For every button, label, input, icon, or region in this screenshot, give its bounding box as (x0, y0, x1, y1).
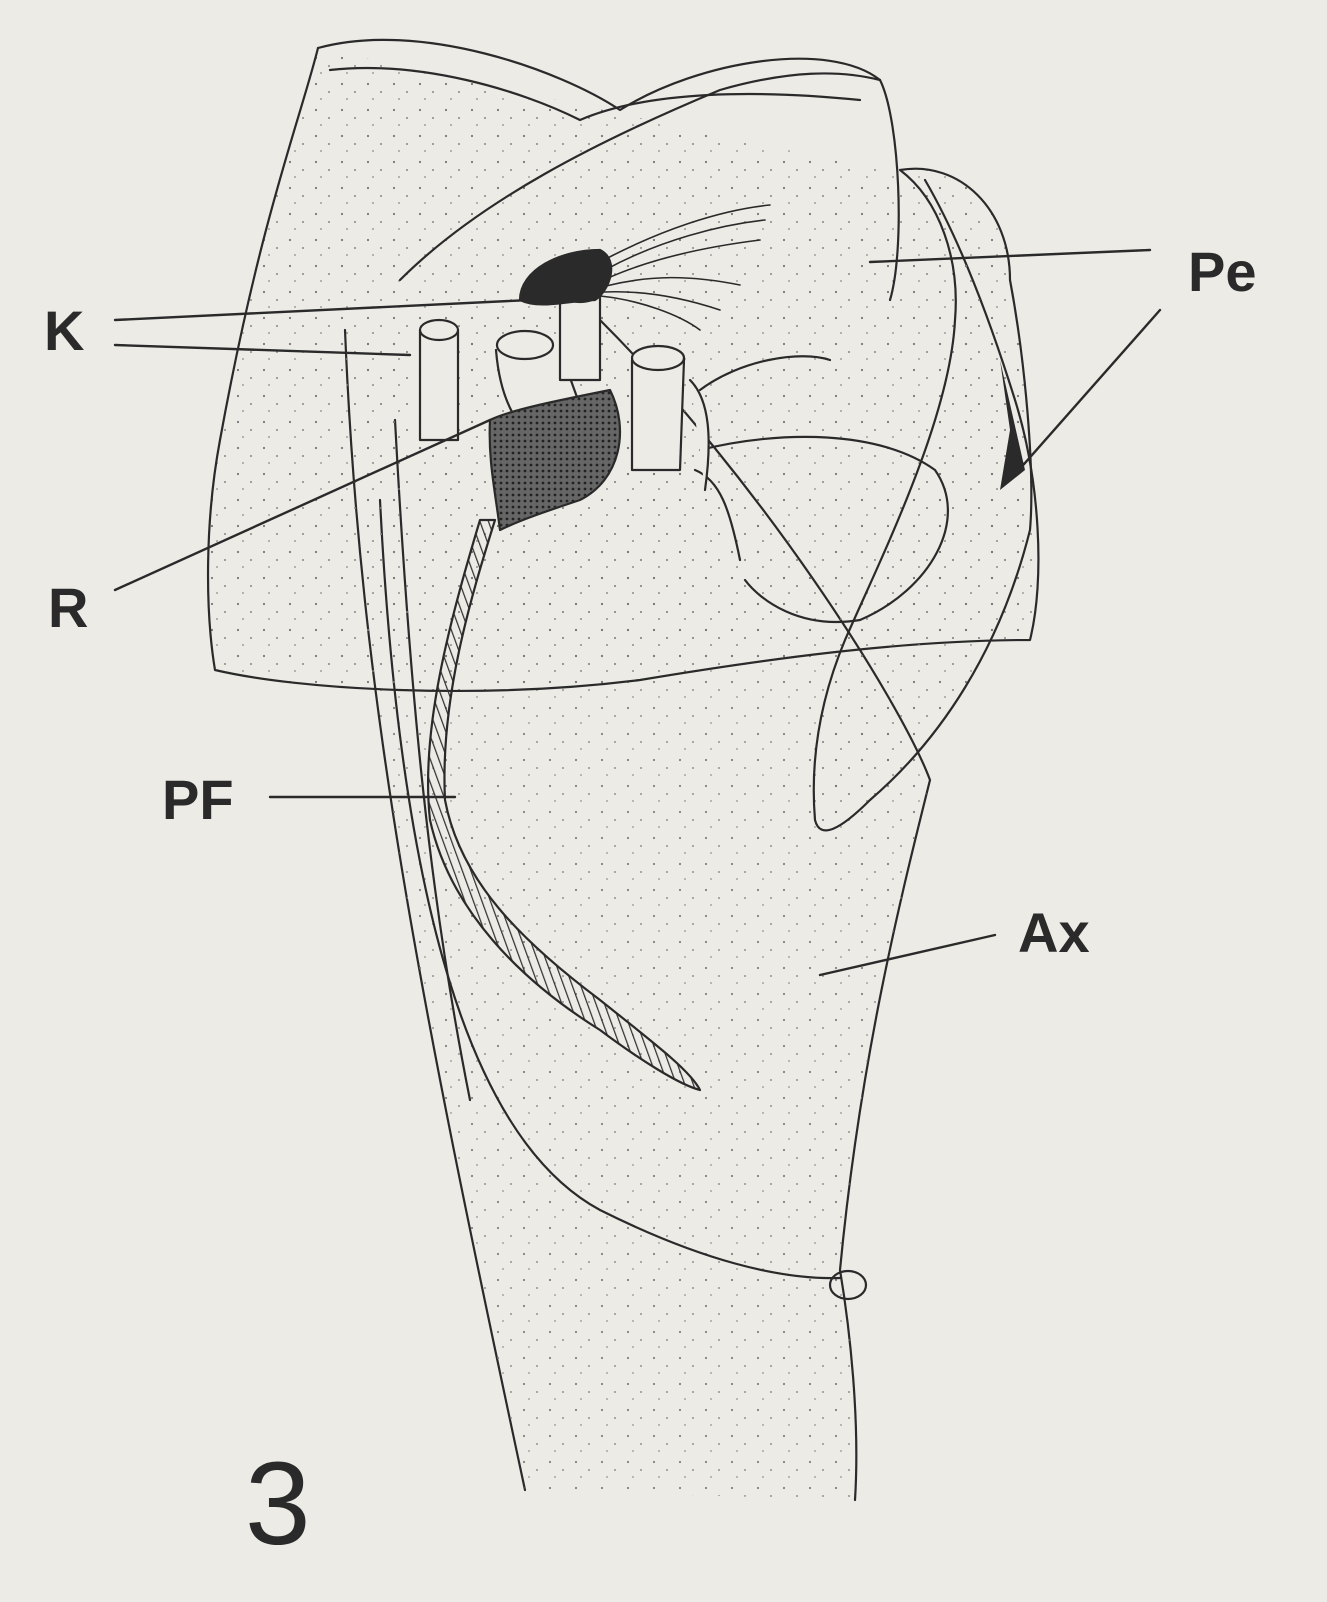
label-ax: Ax (1018, 905, 1090, 961)
label-k: K (44, 303, 84, 359)
label-pf: PF (162, 772, 234, 828)
figure-number: 3 (245, 1445, 311, 1563)
tube-left (420, 320, 458, 440)
label-pe: Pe (1188, 244, 1257, 300)
label-r: R (48, 580, 88, 636)
pe-leader-lower (1010, 310, 1160, 480)
